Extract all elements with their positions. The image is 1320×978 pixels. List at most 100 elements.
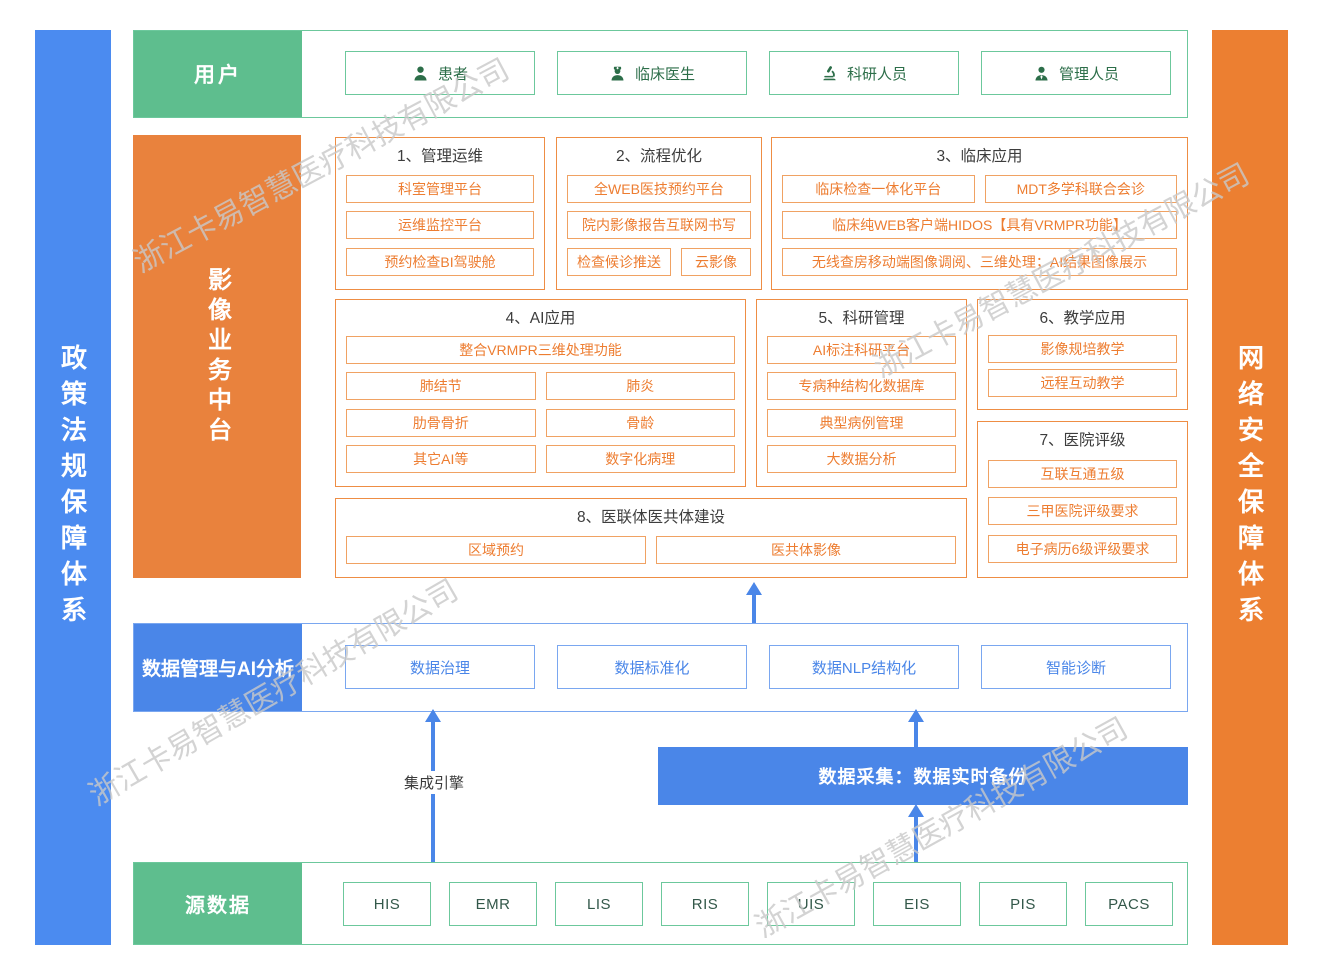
platform-section-title: 1、管理运维 xyxy=(396,148,484,165)
platform-item: 医共体影像 xyxy=(656,535,956,564)
data-collection-bar: 数据采集：数据实时备份 xyxy=(658,747,1188,805)
platform-row: 影像规培教学 xyxy=(988,334,1177,363)
platform-row: 全WEB医技预约平台 xyxy=(567,174,751,203)
platform-section-rows: AI标注科研平台专病种结构化数据库典型病例管理大数据分析 xyxy=(757,328,966,486)
imaging-platform-label-text: 影像业务中台 xyxy=(203,266,231,447)
data-management-section-label: 数据管理与AI分析 xyxy=(134,624,302,711)
platform-row: 运维监控平台 xyxy=(346,211,534,239)
user-box-临床医生: 临床医生 xyxy=(557,51,747,95)
platform-item: 整合VRMPR三维处理功能 xyxy=(346,336,735,365)
platform-row: 预约检查BI驾驶舱 xyxy=(346,247,534,276)
platform-item: 肋骨骨折 xyxy=(346,408,536,437)
data-management-label-text: 数据管理与AI分析 xyxy=(141,659,294,680)
source-box-LIS: LIS xyxy=(555,882,643,926)
source-box-EIS: EIS xyxy=(873,882,961,926)
platform-row: 专病种结构化数据库 xyxy=(767,372,956,401)
user-box-label: 临床医生 xyxy=(634,65,695,83)
platform-row: 其它AI等数字化病理 xyxy=(346,444,735,473)
platform-section-rows: 科室管理平台运维监控平台预约检查BI驾驶舱 xyxy=(336,166,544,289)
platform-section-3: 3、临床应用临床检查一体化平台 MDT多学科联合会诊临床纯WEB客户端HIDOS【… xyxy=(771,137,1188,290)
datamgmt-box-数据NLP结构化: 数据NLP结构化 xyxy=(769,645,959,689)
user-box-患者: 患者 xyxy=(345,51,535,95)
integration-engine-label: 集成引擎 xyxy=(399,771,470,794)
platform-row: 电子病历6级评级要求 xyxy=(988,534,1177,563)
platform-section-2: 2、流程优化全WEB医技预约平台院内影像报告互联网书写检查候诊推送云影像 xyxy=(556,137,762,290)
arrow-line xyxy=(752,594,756,623)
source-box-EMR: EMR xyxy=(449,882,537,926)
platform-item: MDT多学科联合会诊 xyxy=(984,174,1177,203)
platform-row: 肺结节肺炎 xyxy=(346,372,735,401)
platform-section-rows: 临床检查一体化平台 MDT多学科联合会诊临床纯WEB客户端HIDOS【具有VRMP… xyxy=(772,166,1187,289)
platform-section-4: 4、AI应用整合VRMPR三维处理功能肺结节肺炎肋骨骨折骨龄其它AI等数字化病理 xyxy=(335,299,746,487)
imaging-platform-label: 影像业务中台 xyxy=(133,135,301,578)
platform-row: 整合VRMPR三维处理功能 xyxy=(346,336,735,365)
platform-section-1: 1、管理运维科室管理平台运维监控平台预约检查BI驾驶舱 xyxy=(335,137,545,290)
platform-row: 无线查房移动端图像调阅、三维处理；AI结果图像展示 xyxy=(782,247,1177,276)
admin-icon xyxy=(1033,65,1050,82)
arrow-line xyxy=(914,721,918,747)
arrow-head-icon xyxy=(746,582,762,595)
platform-item: 肺炎 xyxy=(545,372,735,401)
source-box-RIS: RIS xyxy=(661,882,749,926)
platform-item: 互联互通五级 xyxy=(988,459,1177,488)
source-box-PACS: PACS xyxy=(1085,882,1173,926)
platform-section-rows: 整合VRMPR三维处理功能肺结节肺炎肋骨骨折骨龄其它AI等数字化病理 xyxy=(336,328,745,486)
platform-item: 骨龄 xyxy=(545,408,735,437)
platform-item: 区域预约 xyxy=(346,535,646,564)
platform-row: AI标注科研平台 xyxy=(767,336,956,365)
platform-section-rows: 影像规培教学远程互动教学 xyxy=(978,328,1187,409)
platform-item: 科室管理平台 xyxy=(346,174,534,203)
platform-section-rows: 互联互通五级三甲医院评级要求电子病历6级评级要求 xyxy=(978,450,1187,577)
platform-row: 互联互通五级 xyxy=(988,459,1177,488)
platform-section-title: 2、流程优化 xyxy=(615,148,703,165)
datamgmt-box-数据标准化: 数据标准化 xyxy=(557,645,747,689)
platform-item: 影像规培教学 xyxy=(988,334,1177,363)
arrow-head-icon xyxy=(908,804,924,817)
platform-item: 数字化病理 xyxy=(545,444,735,473)
platform-section-title: 4、AI应用 xyxy=(505,310,576,327)
platform-row: 科室管理平台 xyxy=(346,174,534,203)
network-security-bar: 网络安全保障体系 xyxy=(1212,30,1288,945)
user-box-管理人员: 管理人员 xyxy=(981,51,1171,95)
platform-item: AI标注科研平台 xyxy=(767,336,956,365)
source-data-label-text: 源数据 xyxy=(185,895,251,917)
arrow-head-icon xyxy=(425,709,441,722)
source-box-PIS: PIS xyxy=(979,882,1067,926)
platform-row: 三甲医院评级要求 xyxy=(988,497,1177,525)
source-box-HIS: HIS xyxy=(343,882,431,926)
user-box-label: 患者 xyxy=(437,65,468,83)
platform-row: 临床检查一体化平台 MDT多学科联合会诊 xyxy=(782,174,1177,203)
platform-row: 肋骨骨折骨龄 xyxy=(346,408,735,437)
platform-row: 典型病例管理 xyxy=(767,408,956,437)
platform-section-6: 6、教学应用影像规培教学远程互动教学 xyxy=(977,299,1188,410)
policy-regulation-bar-label: 政策法规保障体系 xyxy=(57,343,88,632)
platform-item: 其它AI等 xyxy=(346,444,536,473)
platform-row: 院内影像报告互联网书写 xyxy=(567,211,751,239)
platform-section-title: 6、教学应用 xyxy=(1039,310,1126,327)
datamgmt-box-数据治理: 数据治理 xyxy=(345,645,535,689)
platform-section-7: 7、医院评级互联互通五级三甲医院评级要求电子病历6级评级要求 xyxy=(977,421,1188,578)
datamgmt-box-智能诊断: 智能诊断 xyxy=(981,645,1171,689)
platform-row: 远程互动教学 xyxy=(988,369,1177,398)
platform-section-rows: 全WEB医技预约平台院内影像报告互联网书写检查候诊推送云影像 xyxy=(557,166,761,289)
platform-row: 检查候诊推送云影像 xyxy=(567,247,751,276)
network-security-bar-label: 网络安全保障体系 xyxy=(1234,343,1265,632)
platform-row: 大数据分析 xyxy=(767,444,956,473)
platform-row: 临床纯WEB客户端HIDOS【具有VRMPR功能】 xyxy=(782,211,1177,239)
policy-regulation-bar: 政策法规保障体系 xyxy=(35,30,111,945)
platform-section-rows: 区域预约医共体影像 xyxy=(336,527,966,577)
platform-item: 云影像 xyxy=(681,247,751,276)
platform-section-title: 8、医联体医共体建设 xyxy=(576,509,726,526)
user-box-label: 科研人员 xyxy=(846,65,907,83)
arrow-line xyxy=(914,816,918,862)
platform-item: 典型病例管理 xyxy=(767,408,956,437)
platform-row: 区域预约医共体影像 xyxy=(346,535,956,564)
platform-section-title: 7、医院评级 xyxy=(1039,432,1126,449)
platform-item: 全WEB医技预约平台 xyxy=(567,174,751,203)
platform-section-title: 3、临床应用 xyxy=(936,148,1023,165)
microscope-icon xyxy=(821,65,838,82)
platform-item: 无线查房移动端图像调阅、三维处理；AI结果图像展示 xyxy=(782,247,1177,276)
platform-item: 临床检查一体化平台 xyxy=(782,174,975,203)
